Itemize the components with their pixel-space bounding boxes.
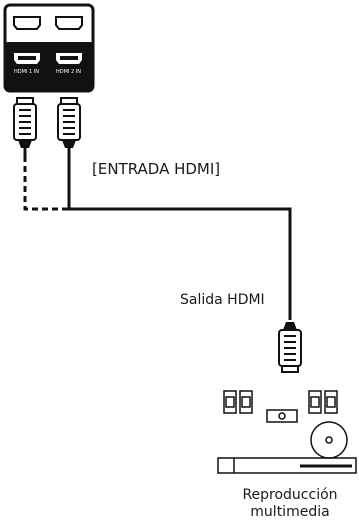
- hdmi-plug-icon: [13, 97, 37, 156]
- device-label-line1: Reproducción: [242, 487, 338, 503]
- output-label: Salida HDMI: [180, 292, 265, 308]
- device-label-line2: multimedia: [250, 504, 330, 520]
- media-player-icon: [217, 390, 357, 474]
- device-label: Reproducción multimedia: [224, 487, 356, 521]
- hdmi-plug-icon: [57, 97, 81, 156]
- hdmi-plug-icon: [278, 322, 302, 373]
- port-label-hdmi1: HDMI 1 IN: [14, 69, 39, 75]
- hdmi-panel-icon: HDMI 1 IN HDMI 2 IN: [3, 3, 95, 93]
- port-label-hdmi2: HDMI 2 IN: [56, 69, 81, 75]
- cable-lines: [23, 156, 292, 320]
- input-label: [ENTRADA HDMI]: [92, 160, 221, 178]
